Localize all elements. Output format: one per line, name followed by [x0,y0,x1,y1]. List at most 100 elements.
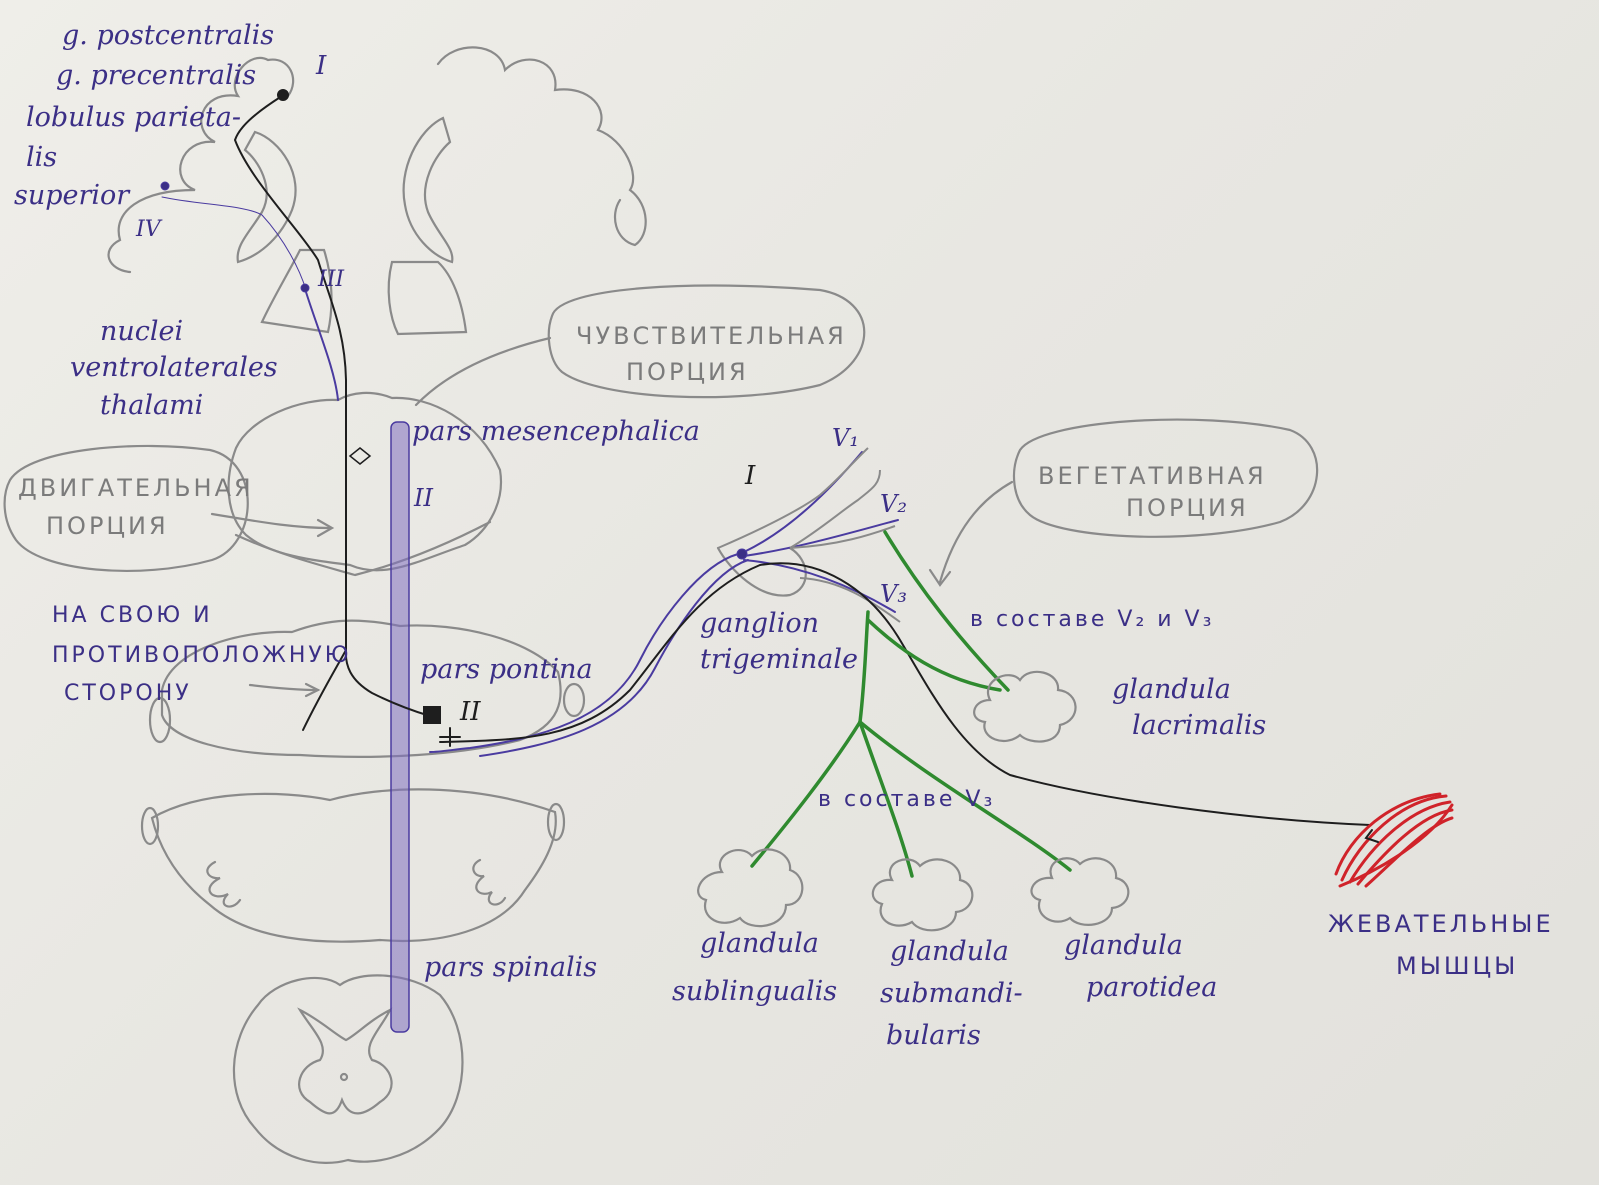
label-ganglion-line2: trigeminale [700,644,858,675]
numeral-III: III [317,267,345,292]
motor-pointer-arrow [210,512,332,530]
midbrain-cerebral-peduncle [234,520,492,577]
label-na-svoyu-line2: ПРОТИВОПОЛОЖНУЮ [52,643,352,668]
left-hemisphere-outline [107,56,295,274]
label-na-svoyu-line1: НА СВОЮ И [52,603,213,628]
fiber-v2-lacrimal [883,530,1010,692]
branch-v1-label: V₁ [832,424,859,452]
label-pars-mesencephalica: pars mesencephalica [412,416,700,447]
label-lobulus-line1: lobulus parieta- [26,102,241,133]
bubble-vegetative-line1: ВЕГЕТАТИВНАЯ [1038,462,1267,490]
branch-labels: V₁ V₂ V₃ [832,424,907,608]
cortex-neuron-body-IV [160,181,170,191]
left-cerebellar-peduncle [148,696,172,744]
medulla-outline [150,788,557,943]
motor-nerve-fiber [439,562,1371,826]
label-lobulus-line3: superior [14,180,131,211]
right-olive [546,802,566,842]
corticobulbar-crossing [302,649,347,731]
bubble-motor: ДВИГАТЕЛЬНАЯ ПОРЦИЯ [3,444,254,572]
ascending-fiber-main [305,291,339,401]
label-pars-pontina: pars pontina [420,654,593,685]
right-cerebellar-peduncle [562,682,586,718]
right-hemisphere-outline [436,46,647,247]
mesencephalic-diamond [348,447,372,465]
label-lobulus-line2: lis [26,142,57,173]
left-dentate-squiggle [206,860,242,908]
bubble-sensory: ЧУВСТВИТЕЛЬНАЯ ПОРЦИЯ [547,284,866,399]
label-pars-spinalis: pars spinalis [424,952,597,983]
sides-pointer-arrow [248,683,320,692]
glands [697,670,1130,932]
label-nuclei-line1: nuclei [100,316,183,347]
label-v-sostave-v3: в составе V₃ [818,787,995,812]
trigeminal-branches-outline [717,447,901,623]
motor-nucleus-bar [439,727,461,747]
bubble-motor-line1: ДВИГАТЕЛЬНАЯ [18,474,254,502]
gland-submandibularis-shape [871,858,974,932]
label-glandula-submandibularis-3: bularis [886,1020,981,1051]
ganglion-neuron-body [736,548,748,560]
trigeminal-nucleus-column [390,421,410,1033]
right-ventricle-outline [402,116,454,264]
right-thalamus-outline [387,260,468,336]
motor-pathway [233,89,1371,826]
bubble-sensory-line1: ЧУВСТВИТЕЛЬНАЯ [576,322,847,350]
label-nuclei-line3: thalami [100,390,203,421]
sensory-pointer-line [414,336,552,407]
thalamus-neuron-body [300,283,310,293]
bubble-sensory-line2: ПОРЦИЯ [626,358,749,386]
spinal-cord-gray-matter [297,1007,393,1115]
label-g-precentralis: g. precentralis [56,60,256,91]
label-g-postcentralis: g. postcentralis [62,20,274,51]
label-glandula-lacrimalis-2: lacrimalis [1132,710,1266,741]
corticobulbar-fiber [233,95,431,717]
neuron-numerals: I IV III II II I [135,51,756,727]
bubble-vegetative: ВЕГЕТАТИВНАЯ ПОРЦИЯ [1013,418,1319,538]
label-glandula-parotidea-2: parotidea [1086,972,1217,1003]
numeral-IV: IV [135,217,163,242]
left-olive [140,806,160,846]
cortex-neuron-body-I [277,89,289,101]
vegetative-pointer-arrow [938,480,1014,584]
branch-v3-label: V₃ [880,580,907,608]
bubble-motor-line2: ПОРЦИЯ [46,512,169,540]
spinal-cord-outline [232,974,464,1164]
branch-v2-label: V₂ [880,490,907,518]
left-thalamus-outline [260,248,333,334]
vegetative-fibers [750,530,1072,878]
label-glandula-submandibularis-1: glandula [890,936,1009,967]
branch-v1-fiber [743,451,863,553]
label-na-svoyu-line3: СТОРОНУ [64,681,192,706]
gland-lacrimalis-shape [973,670,1077,743]
label-glandula-sublingualis-2: sublingualis [672,976,837,1007]
label-v-sostave-v2-v3: в составе V₂ и V₃ [970,607,1214,632]
label-glandula-parotidea-1: glandula [1064,930,1183,961]
gland-sublingualis-shape [697,848,804,928]
numeral-I-ganglion: I [744,461,756,491]
left-ventricle-outline [236,130,297,264]
numeral-II-mesencephalon: II [413,484,433,512]
label-glandula-sublingualis-1: glandula [700,928,819,959]
label-nuclei-line2: ventrolaterales [70,352,278,383]
pons-outline [160,619,562,758]
masticatory-muscle [1334,792,1454,888]
thalamocortical-fiber [161,196,307,291]
labels: g. postcentralis g. precentralis lobulus… [14,20,1551,1051]
right-dentate-squiggle [472,858,507,906]
trigeminal-ganglion-outline [716,546,807,597]
label-glandula-submandibularis-2: submandi- [880,978,1023,1009]
label-zhevatelnye-2: МЫШЦЫ [1396,952,1518,980]
label-ganglion-line1: ganglion [700,608,819,639]
central-canal [339,1072,349,1082]
branch-v2-fiber [743,519,899,557]
fiber-v3-lacrimal [866,618,1002,692]
ganglion-to-pons-fiber-1 [429,553,739,753]
ganglion-to-pons-fiber-2 [479,559,749,757]
bubble-vegetative-line2: ПОРЦИЯ [1126,494,1249,522]
gland-parotidea-shape [1030,857,1130,926]
fiber-parotid [858,720,1072,872]
label-glandula-lacrimalis-1: glandula [1112,674,1231,705]
